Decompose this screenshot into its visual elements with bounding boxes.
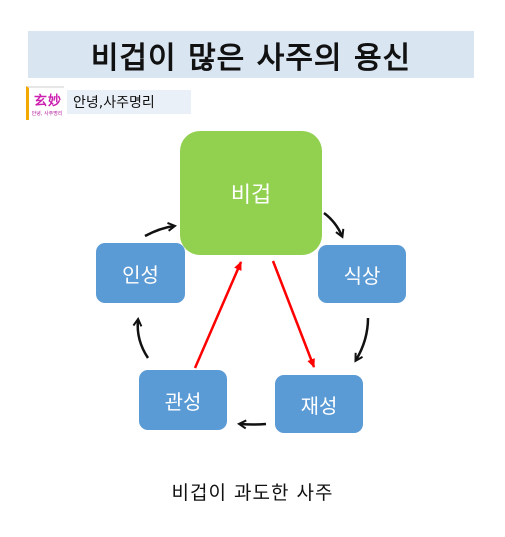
logo-sub-text: 안녕, 사주명리 bbox=[31, 111, 63, 117]
node-bigeop: 비겁 bbox=[180, 131, 322, 255]
arrow-gwanseong-to-inseong bbox=[138, 320, 150, 359]
node-jaeseong: 재성 bbox=[275, 375, 363, 433]
arrow-bigeop-to-siksang bbox=[323, 212, 342, 236]
node-siksang: 식상 bbox=[318, 245, 406, 303]
arrow-jaeseong-to-gwanseong bbox=[240, 424, 267, 425]
arrow-bigeop-controls-jaeseong bbox=[271, 260, 316, 368]
channel-logo: 玄妙 안녕, 사주명리 bbox=[26, 86, 64, 120]
arrow-siksang-to-jaeseong bbox=[356, 317, 370, 360]
page-title: 비겁이 많은 사주의 용신 bbox=[90, 40, 412, 76]
diagram-caption: 비겁이 과도한 사주 bbox=[171, 482, 334, 504]
node-inseong: 인성 bbox=[96, 243, 185, 303]
logo-main-text: 玄妙 bbox=[33, 94, 62, 109]
channel-name: 안녕,사주명리 bbox=[67, 90, 191, 114]
arrow-gwanseong-controls-bigeop bbox=[193, 261, 243, 369]
node-gwanseong: 관성 bbox=[139, 370, 227, 430]
arrow-inseong-to-bigeop bbox=[144, 226, 174, 238]
title-bar: 비겁이 많은 사주의 용신 bbox=[28, 31, 474, 78]
